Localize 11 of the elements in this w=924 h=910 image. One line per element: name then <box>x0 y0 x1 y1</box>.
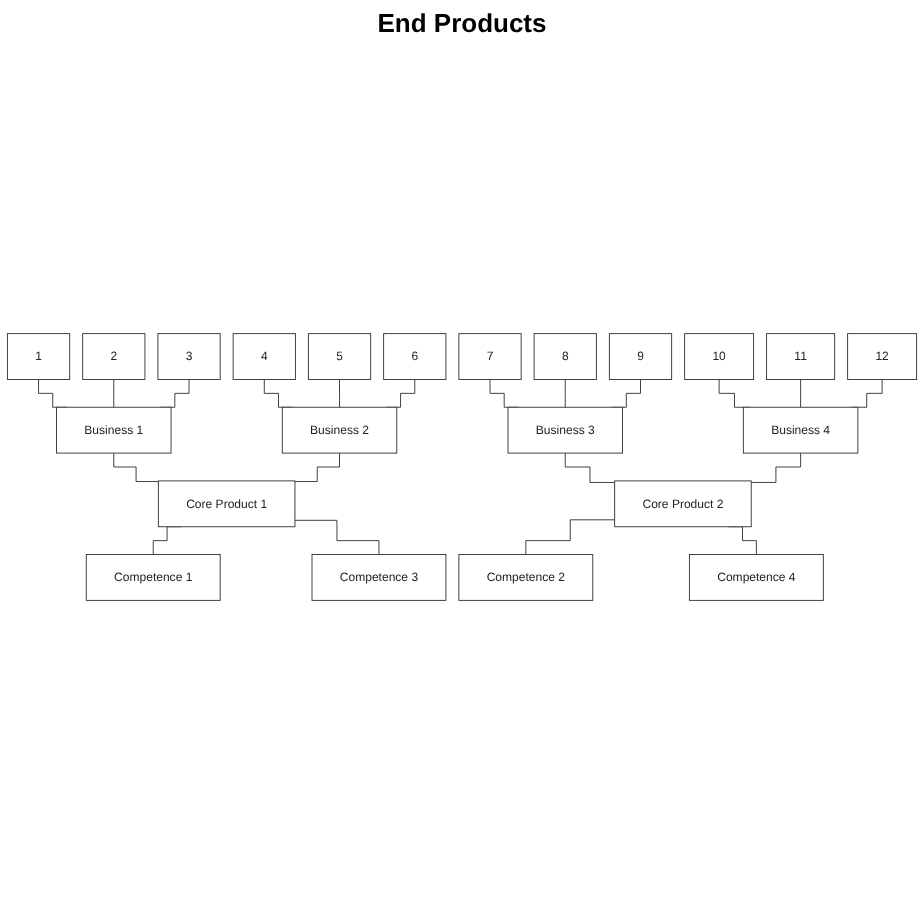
diagram-title: End Products <box>375 8 549 38</box>
connector <box>113 452 159 482</box>
connector <box>294 519 380 555</box>
connector <box>564 452 616 483</box>
connector <box>525 519 616 555</box>
connector <box>294 452 340 482</box>
connector <box>564 379 566 408</box>
connector <box>800 379 802 408</box>
connector <box>750 452 802 483</box>
connector <box>113 379 115 408</box>
connector <box>339 379 340 408</box>
